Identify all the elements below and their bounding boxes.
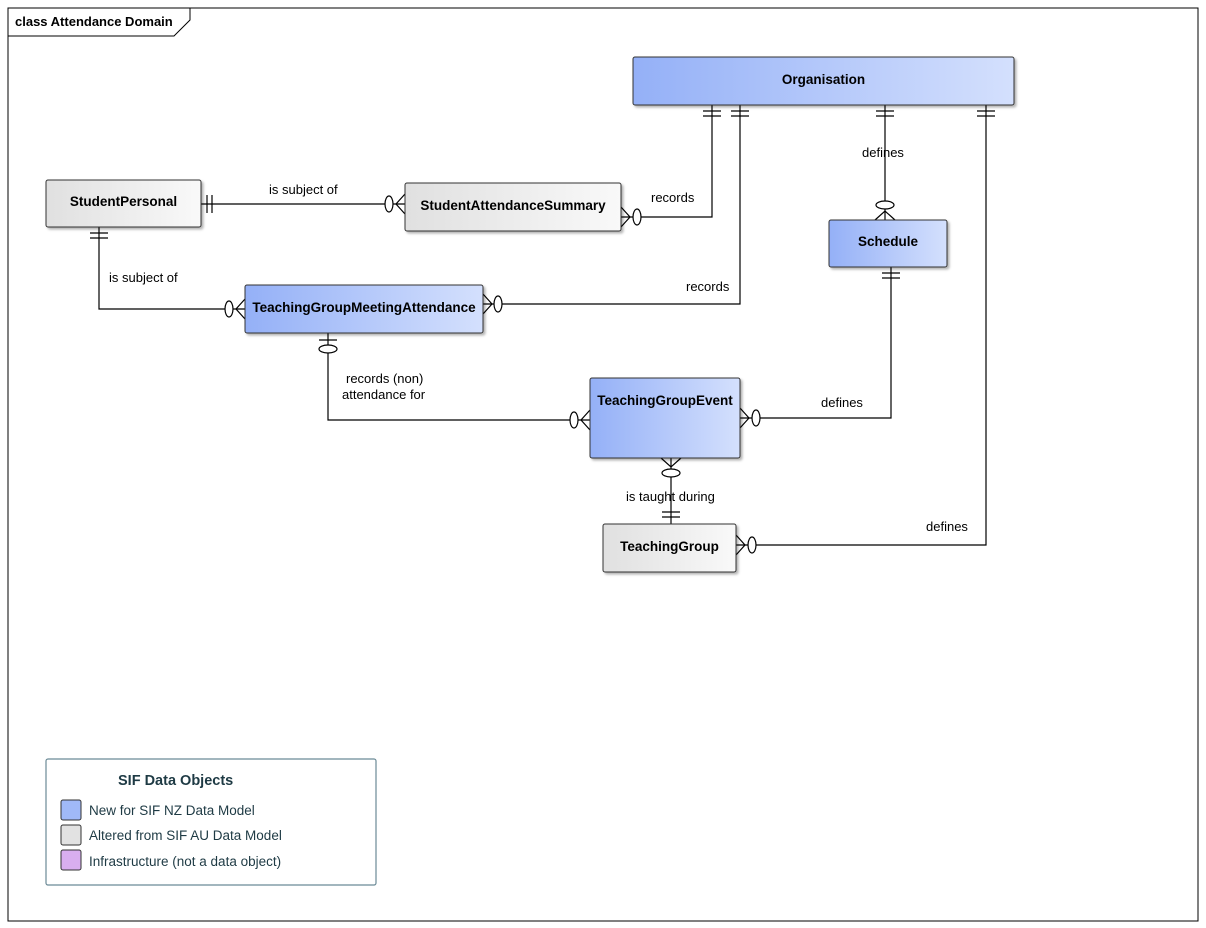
entity-organisation[interactable]: Organisation <box>632 56 1015 106</box>
entity-teaching-group-event-label: TeachingGroupEvent <box>597 393 733 408</box>
label-is-taught-during: is taught during <box>626 489 715 504</box>
connector-meeting-event <box>327 333 590 421</box>
entity-student-personal-label: StudentPersonal <box>70 194 177 209</box>
diagram-frame: class Attendance Domain <box>7 7 1199 922</box>
legend-title: SIF Data Objects <box>118 773 233 789</box>
legend-label-infrastructure: Infrastructure (not a data object) <box>89 854 281 869</box>
label-records-non-line2: attendance for <box>342 387 426 402</box>
entity-student-personal[interactable]: StudentPersonal <box>45 179 202 228</box>
entity-schedule[interactable]: Schedule <box>828 219 948 268</box>
connector-student-meeting <box>98 227 245 310</box>
label-records-non-line1: records (non) <box>346 371 423 386</box>
legend-swatch-new <box>60 799 82 821</box>
connector-org-summary <box>621 105 713 218</box>
connector-org-meeting <box>483 105 741 305</box>
label-defines-event: defines <box>821 395 863 410</box>
connector-org-group <box>736 105 987 546</box>
legend-label-altered: Altered from SIF AU Data Model <box>89 828 282 843</box>
label-defines-group: defines <box>926 519 968 534</box>
entity-teaching-group-meeting-attendance-label: TeachingGroupMeetingAttendance <box>252 300 476 315</box>
legend-swatch-altered <box>60 824 82 846</box>
entity-teaching-group-label: TeachingGroup <box>620 539 719 554</box>
label-is-subject-of-summary: is subject of <box>269 182 338 197</box>
label-records-summary: records <box>651 190 695 205</box>
entity-schedule-label: Schedule <box>858 234 919 249</box>
connector-schedule-event <box>740 267 892 419</box>
connectors <box>98 105 987 546</box>
label-records-meeting: records <box>686 279 730 294</box>
legend: SIF Data Objects New for SIF NZ Data Mod… <box>45 758 377 886</box>
legend-label-new: New for SIF NZ Data Model <box>89 803 255 818</box>
cardinality-markers <box>90 110 995 556</box>
legend-swatch-infrastructure <box>60 849 82 871</box>
entity-organisation-label: Organisation <box>782 72 865 87</box>
entity-teaching-group-event[interactable]: TeachingGroupEvent <box>589 377 741 459</box>
label-is-subject-of-meeting: is subject of <box>109 270 178 285</box>
entity-teaching-group-meeting-attendance[interactable]: TeachingGroupMeetingAttendance <box>244 284 484 334</box>
connector-labels: is subject of records defines is subject… <box>109 145 968 534</box>
entity-student-attendance-summary[interactable]: StudentAttendanceSummary <box>404 182 622 232</box>
entity-student-attendance-summary-label: StudentAttendanceSummary <box>420 198 606 213</box>
entity-teaching-group[interactable]: TeachingGroup <box>602 523 737 573</box>
diagram-title: class Attendance Domain <box>15 14 173 29</box>
label-defines-schedule: defines <box>862 145 904 160</box>
